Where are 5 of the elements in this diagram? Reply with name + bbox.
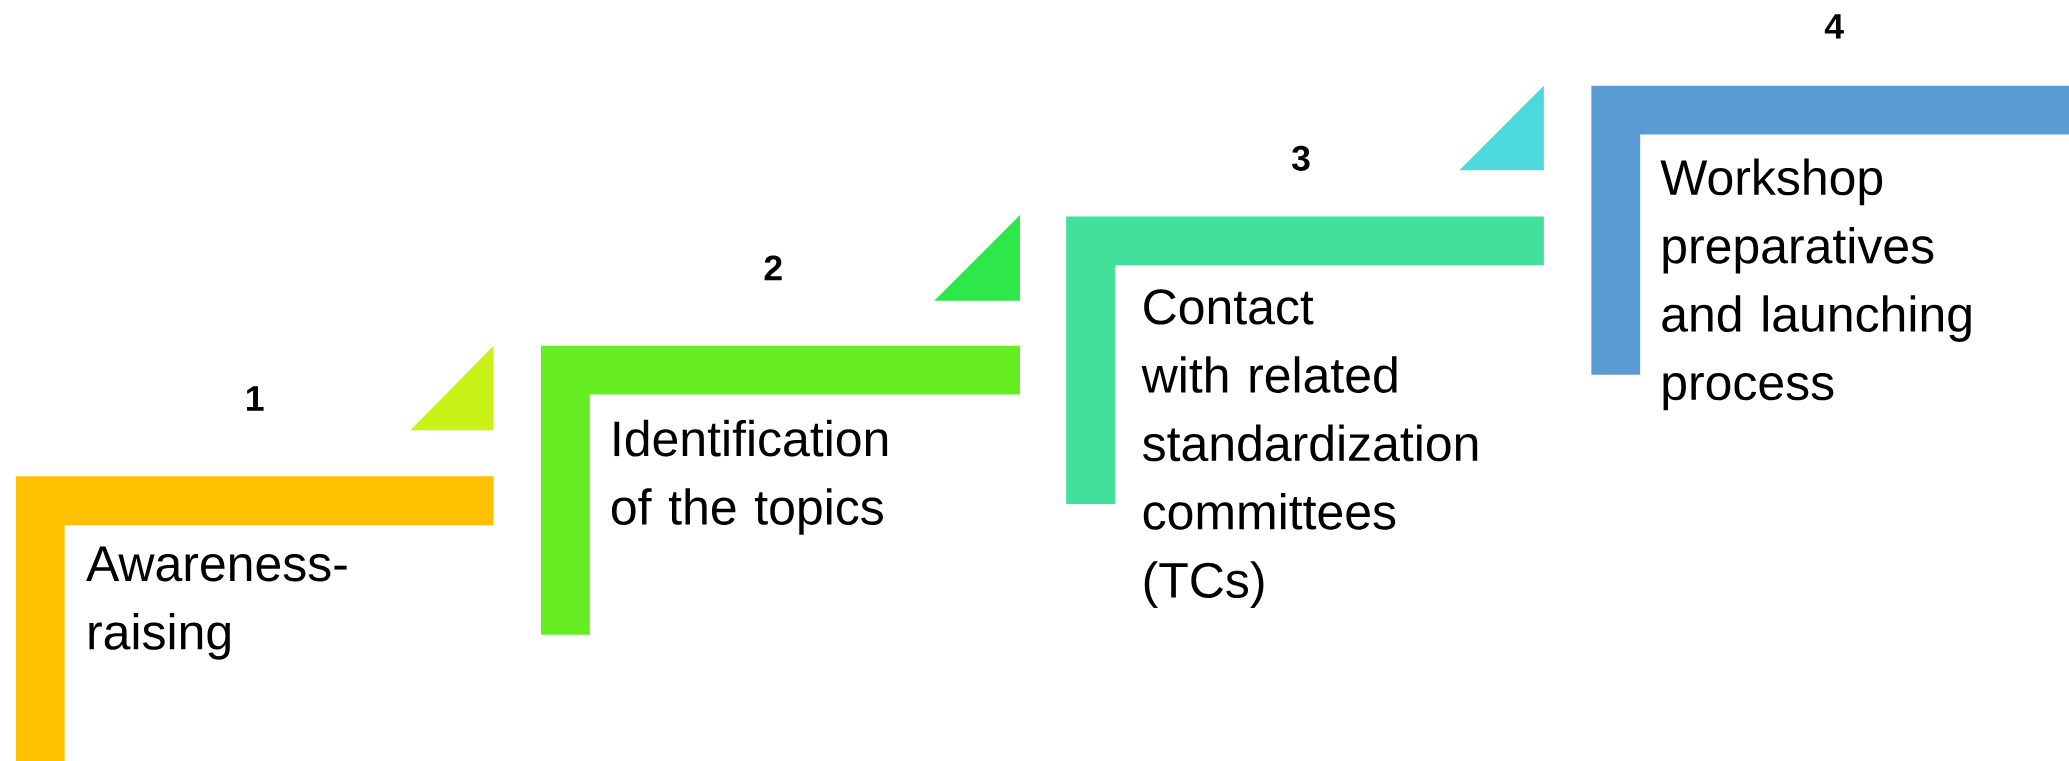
- step-number: 1: [247, 386, 264, 411]
- step-number: 2: [764, 255, 782, 281]
- step-number: 4: [1824, 14, 1844, 39]
- step-label: Workshop preparatives and launching process: [1660, 158, 1971, 411]
- step-number: 3: [1292, 145, 1310, 171]
